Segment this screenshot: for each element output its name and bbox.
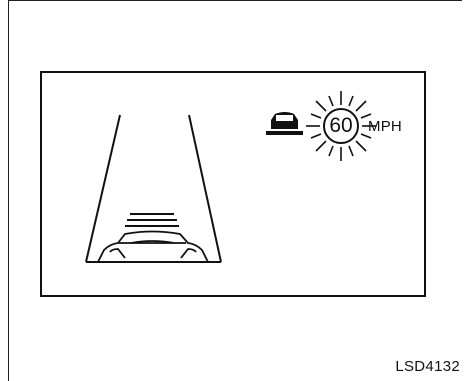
own-car-rear-icon <box>98 232 208 263</box>
right-lane-line <box>189 115 221 262</box>
radar-waves-icon <box>125 214 179 226</box>
speed-unit-label: MPH <box>368 118 402 135</box>
left-lane-line <box>86 115 120 262</box>
lane-lines <box>86 115 221 262</box>
speed-value: 60 <box>321 114 361 138</box>
car-front-icon <box>266 112 303 135</box>
figure-code: LSD4132 <box>395 358 460 375</box>
